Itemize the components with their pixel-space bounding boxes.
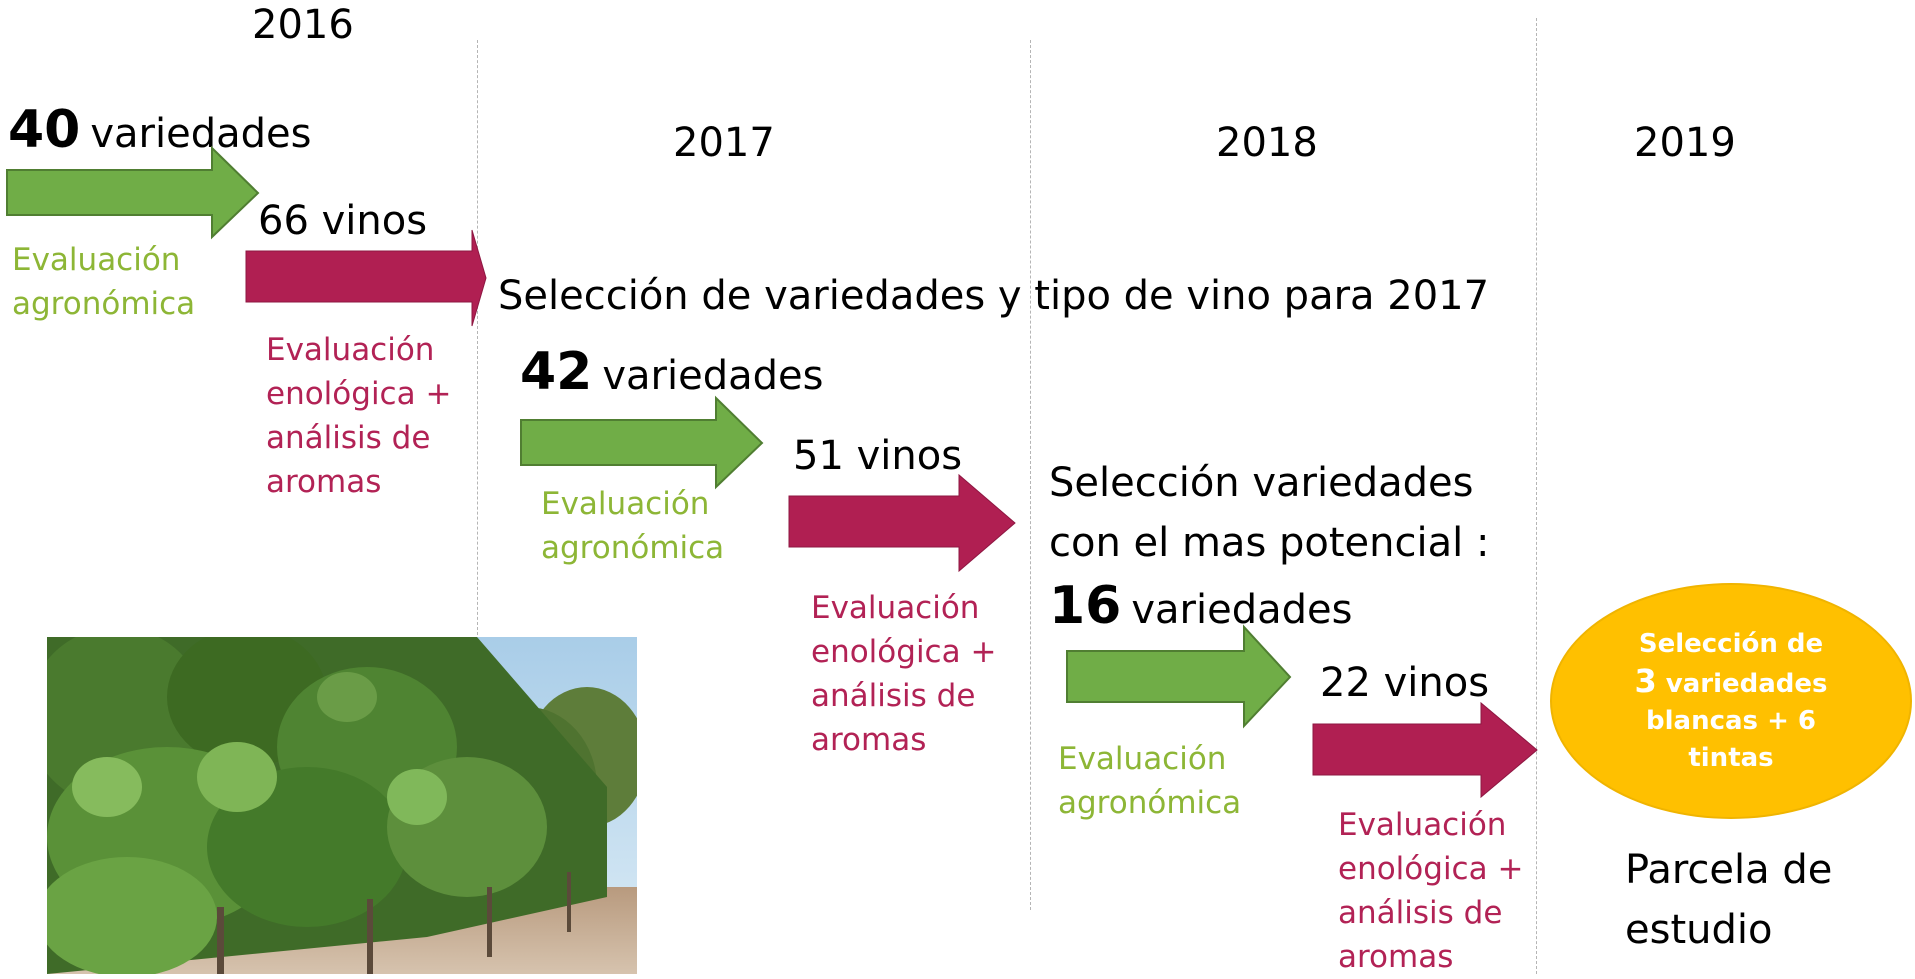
stage3-count-label: variedades xyxy=(1131,587,1353,633)
vineyard-photo xyxy=(47,637,637,974)
stage2-oenological-arrow xyxy=(788,473,1016,573)
stage1-wines: 66 vinos xyxy=(258,198,428,244)
final-selection-count: 3 xyxy=(1634,661,1657,700)
stage3-agronomic-label: Evaluación agronómica xyxy=(1058,741,1242,821)
selection-2017-text: Selección de variedades y tipo de vino p… xyxy=(498,273,1490,319)
divider-2016-2017 xyxy=(477,40,478,640)
stage3-count-number: 16 xyxy=(1049,576,1122,636)
stage1-agronomic-label: Evaluación agronómica xyxy=(12,242,196,322)
stage3-wines: 22 vinos xyxy=(1320,660,1490,706)
final-selection-prefix: Selección de xyxy=(1638,628,1824,659)
stage2-agronomic-label: Evaluación agronómica xyxy=(541,486,725,566)
selection-2018-text: Selección variedades con el mas potencia… xyxy=(1049,460,1490,566)
stage3-agronomic-arrow xyxy=(1066,624,1292,729)
stage1-count-number: 40 xyxy=(8,100,81,160)
final-selection-text: Selección de 3 variedades blancas + 6 ti… xyxy=(1616,626,1846,777)
study-plot-label: Parcela de estudio xyxy=(1625,847,1833,953)
stage2-count-number: 42 xyxy=(520,342,593,402)
year-2016: 2016 xyxy=(252,2,354,48)
year-2018: 2018 xyxy=(1216,120,1318,166)
vineyard-illustration xyxy=(47,637,637,974)
stage2-oenological-label: Evaluación enológica + análisis de aroma… xyxy=(811,590,997,758)
stage2-agronomic-arrow xyxy=(520,395,764,490)
stage3-oenological-label: Evaluación enológica + análisis de aroma… xyxy=(1338,807,1524,975)
stage3-oenological-arrow xyxy=(1312,701,1538,799)
year-2017: 2017 xyxy=(673,120,775,166)
final-selection-rest: variedades blancas + 6 tintas xyxy=(1646,668,1828,773)
divider-2017-2018 xyxy=(1030,40,1031,910)
divider-2018-2019 xyxy=(1536,18,1537,974)
stage1-oenological-label: Evaluación enológica + análisis de aroma… xyxy=(266,332,452,500)
stage2-wines: 51 vinos xyxy=(793,433,963,479)
stage2-count-label: variedades xyxy=(602,353,824,399)
stage1-count-label: variedades xyxy=(90,111,312,157)
stage1-agronomic-arrow xyxy=(6,145,260,240)
stage1-oenological-arrow xyxy=(245,229,487,327)
final-selection-oval: Selección de 3 variedades blancas + 6 ti… xyxy=(1550,583,1912,819)
year-2019: 2019 xyxy=(1634,120,1736,166)
